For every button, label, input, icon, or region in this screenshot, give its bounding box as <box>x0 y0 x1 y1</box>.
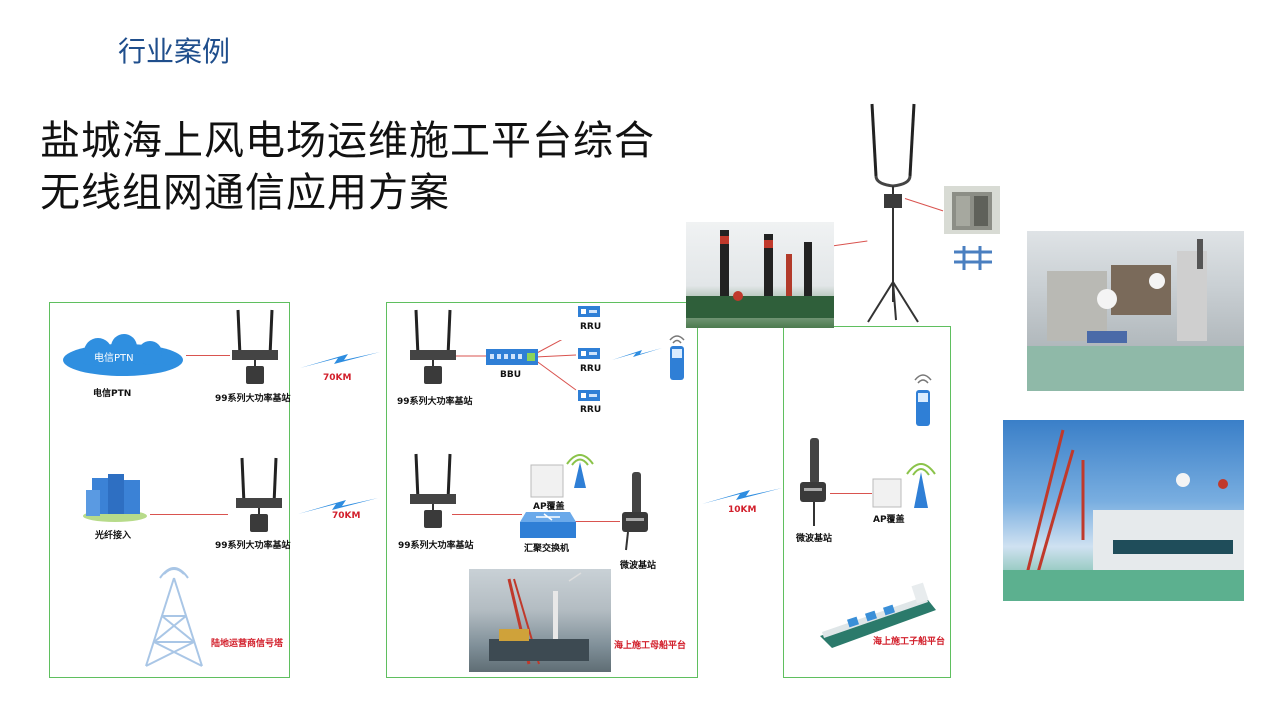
micro-mid-label: 微波基站 <box>620 561 657 571</box>
land-zone <box>49 302 290 678</box>
main-title-line-1: 盐城海上风电场运维施工平台综合 <box>40 118 655 164</box>
antenna-bracket-icon <box>950 240 996 274</box>
phone-icon <box>664 330 690 382</box>
micro-right-label: 微波基站 <box>796 534 833 544</box>
wireless-link-icon <box>700 484 784 508</box>
bbu-label: BBU <box>500 370 522 380</box>
tripod-antenna-icon <box>862 102 924 326</box>
base-station-icon <box>226 454 292 534</box>
base-station-icon <box>222 306 288 386</box>
link-1-label: 70KM <box>323 373 352 383</box>
bbu-icon <box>486 349 538 365</box>
sub-platform-label: 海上施工子船平台 <box>873 637 946 647</box>
link-line <box>452 514 522 515</box>
bs-mid-top-label: 99系列大功率基站 <box>397 397 473 407</box>
base-station-icon <box>400 450 466 530</box>
bs-mid-bottom-label: 99系列大功率基站 <box>398 541 474 551</box>
cloud-label: 电信PTN <box>93 389 132 399</box>
link-3-label: 10KM <box>728 505 757 515</box>
rru-icon <box>578 348 600 359</box>
link-line <box>830 493 872 494</box>
cloud-inner-label: 电信PTN <box>94 353 134 364</box>
deck-photo-2 <box>1003 420 1244 601</box>
ap-mid-label: AP覆盖 <box>533 502 565 512</box>
deck-photo-1 <box>1027 231 1244 391</box>
sub-ship-zone <box>783 326 951 678</box>
link-line <box>572 521 620 522</box>
phone-icon <box>910 368 936 428</box>
rru-icon <box>578 306 600 317</box>
ptn-cloud: 电信PTN <box>58 334 188 378</box>
switch-label: 汇聚交换机 <box>524 544 570 554</box>
rru-label: RRU <box>580 322 602 332</box>
ap-right-label: AP覆盖 <box>873 515 905 525</box>
link-line <box>186 355 230 356</box>
fiber-label: 光纤接入 <box>95 531 132 541</box>
link-line <box>150 514 228 515</box>
rru-label: RRU <box>580 364 602 374</box>
ap-signal-icon <box>563 448 597 488</box>
wireless-link-icon <box>296 494 380 518</box>
rru-label: RRU <box>580 405 602 415</box>
ap-panel-icon <box>530 464 564 498</box>
wireless-link-icon <box>610 346 664 362</box>
rru-icon <box>578 390 600 401</box>
mother-platform-label: 海上施工母船平台 <box>614 641 687 651</box>
link-2-label: 70KM <box>332 511 361 521</box>
microwave-station-icon <box>618 470 654 554</box>
bs-left-bottom-label: 99系列大功率基站 <box>215 541 291 551</box>
cabinet-photo <box>944 186 1000 234</box>
platform-photo-1 <box>686 222 834 328</box>
main-title-line-2: 无线组网通信应用方案 <box>40 170 450 216</box>
signal-tower-icon <box>140 566 208 670</box>
ap-panel-icon <box>872 478 902 508</box>
bs-left-top-label: 99系列大功率基站 <box>215 394 291 404</box>
ap-signal-icon <box>904 456 938 508</box>
section-title: 行业案例 <box>118 35 231 68</box>
base-station-icon <box>400 306 466 386</box>
mother-ship-zone <box>386 302 698 678</box>
sub-ship-icon <box>818 580 938 652</box>
microwave-station-icon <box>796 436 832 528</box>
wireless-link-icon <box>298 348 382 372</box>
switch-icon <box>520 510 576 540</box>
fiber-server-icon <box>80 472 150 524</box>
mother-ship-photo <box>469 569 611 672</box>
tower-label: 陆地运营商信号塔 <box>211 639 284 649</box>
